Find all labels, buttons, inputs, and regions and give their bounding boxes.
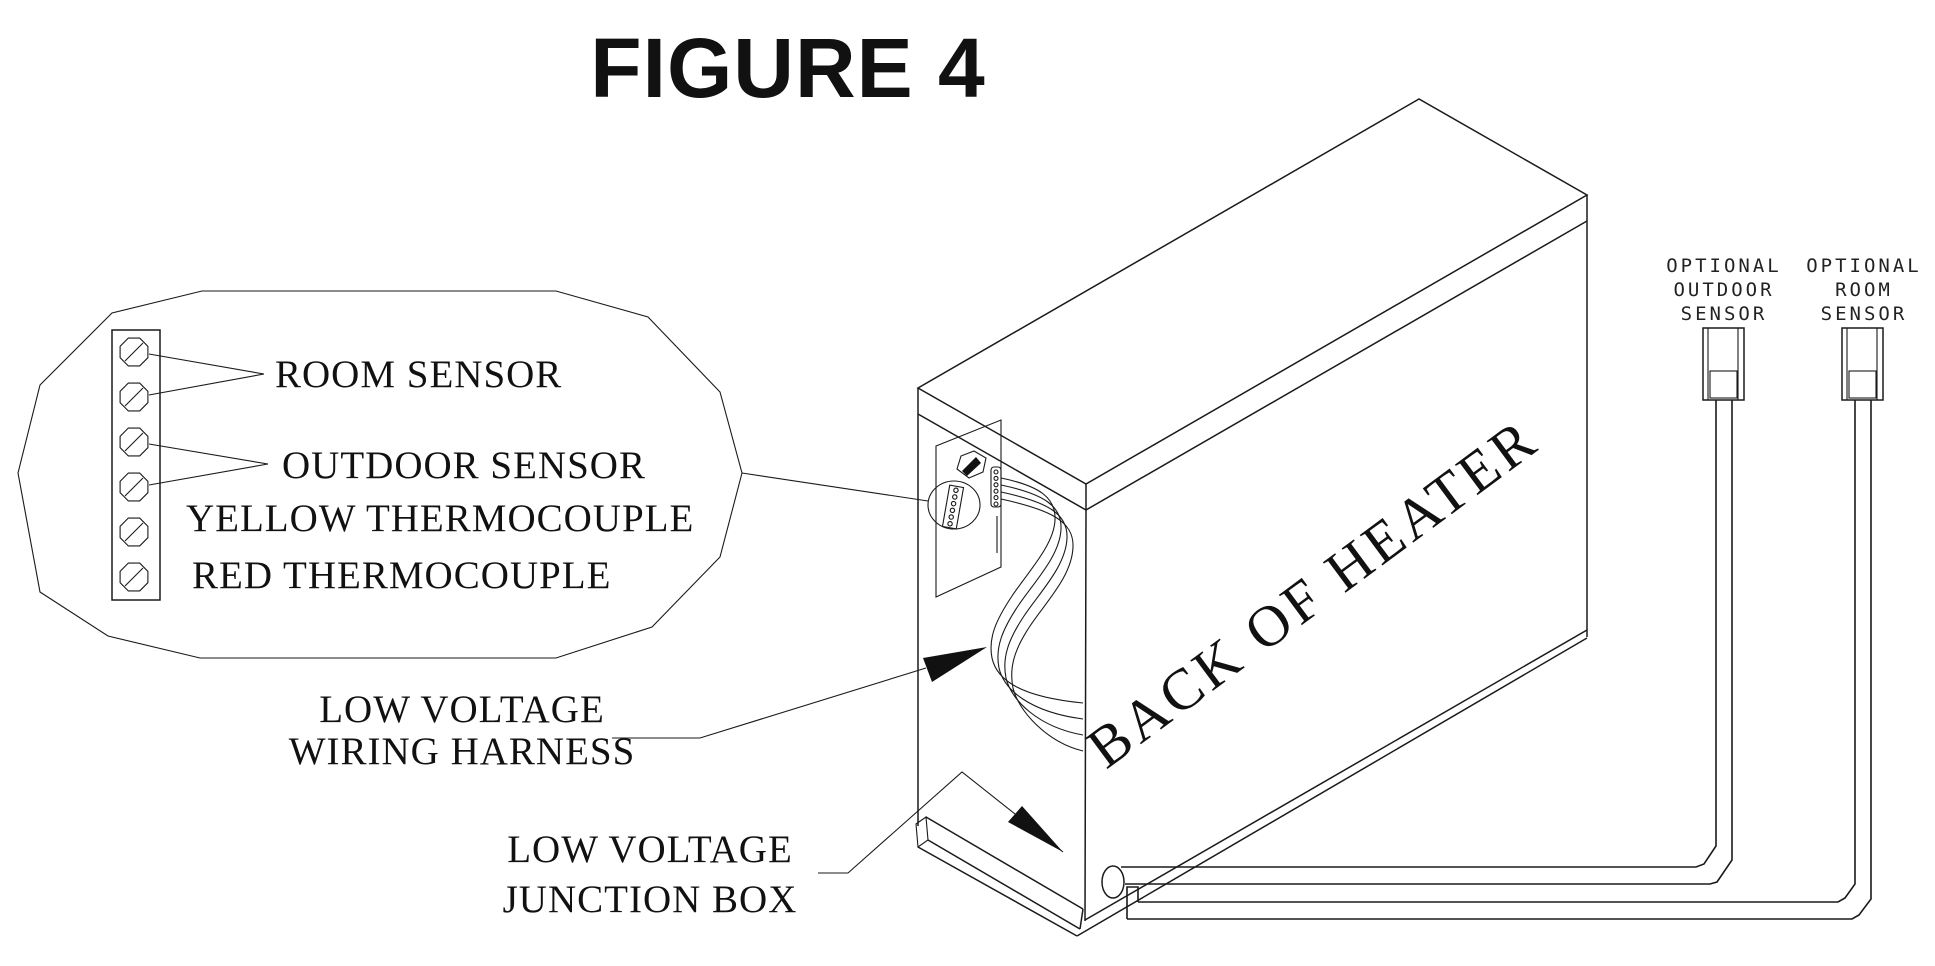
back-of-heater-label: BACK OF HEATER [1075, 405, 1550, 780]
balloon-outline [17, 290, 743, 659]
label-outdoor-sensor: OUTDOOR SENSOR [282, 444, 646, 487]
room-cable-entry-step [1126, 886, 1139, 919]
junction-box-callout: LOW VOLTAGE JUNCTION BOX [503, 771, 1064, 921]
access-panel [935, 419, 1002, 598]
optional-outdoor-label-line3: SENSOR [1681, 303, 1768, 325]
label-room-sensor: ROOM SENSOR [275, 353, 562, 396]
low-voltage-wiring-harness [990, 477, 1084, 752]
terminal-callout-balloon: ROOM SENSOR OUTDOOR SENSOR YELLOW THERMO… [17, 290, 929, 659]
balloon-leader-line [741, 472, 929, 502]
heater-box: BACK OF HEATER [915, 98, 1589, 937]
screw-terminal-5 [119, 517, 149, 547]
heater-side-face [917, 414, 1087, 937]
screw-terminal-4 [119, 472, 149, 502]
junction-box-arrowhead-icon [1008, 806, 1063, 852]
figure-title: FIGURE 4 [590, 21, 985, 115]
screw-terminal-1 [119, 337, 149, 367]
optional-room-sensor-cable [1126, 400, 1872, 920]
label-yellow-thermocouple: YELLOW THERMOCOUPLE [186, 497, 694, 540]
heater-front-face [1076, 221, 1588, 937]
wiring-harness-label-line2: WIRING HARNESS [289, 730, 636, 773]
panel-switch [956, 450, 987, 479]
outdoor-sensor-leaders [148, 443, 269, 486]
heater-top-band [917, 195, 1588, 511]
optional-room-sensor: OPTIONAL ROOM SENSOR [1806, 255, 1922, 401]
optional-room-label-line2: ROOM [1835, 279, 1893, 301]
label-red-thermocouple: RED THERMOCOUPLE [192, 554, 611, 597]
junction-box-label-line2: JUNCTION BOX [503, 878, 798, 921]
low-voltage-terminal-circle [927, 480, 981, 530]
optional-room-label-line3: SENSOR [1821, 303, 1908, 325]
wiring-harness-leader [612, 667, 927, 739]
screw-terminal-3 [119, 427, 149, 457]
junction-box-label-line1: LOW VOLTAGE [507, 828, 793, 871]
screw-terminal-2 [119, 382, 149, 412]
optional-outdoor-sensor: OPTIONAL OUTDOOR SENSOR [1666, 255, 1782, 401]
room-sensor-plug [1841, 327, 1884, 401]
room-sensor-leaders [148, 353, 265, 396]
wiring-harness-callout: LOW VOLTAGE WIRING HARNESS [289, 647, 987, 773]
wiring-harness-label-line1: LOW VOLTAGE [319, 688, 605, 731]
outdoor-sensor-plug [1702, 327, 1745, 401]
optional-room-label-line1: OPTIONAL [1806, 255, 1922, 277]
optional-outdoor-label-line1: OPTIONAL [1666, 255, 1782, 277]
wiring-harness-arrowhead-icon [923, 647, 987, 682]
junction-box-leader [818, 771, 1064, 874]
optional-outdoor-sensor-cable [1121, 400, 1733, 885]
screw-terminal-6 [119, 562, 149, 592]
harness-connector-strip [990, 466, 1002, 508]
optional-outdoor-label-line2: OUTDOOR [1673, 279, 1774, 301]
terminal-strip [111, 329, 161, 601]
cable-grommet [1101, 865, 1125, 899]
low-voltage-junction-box [915, 816, 1084, 930]
